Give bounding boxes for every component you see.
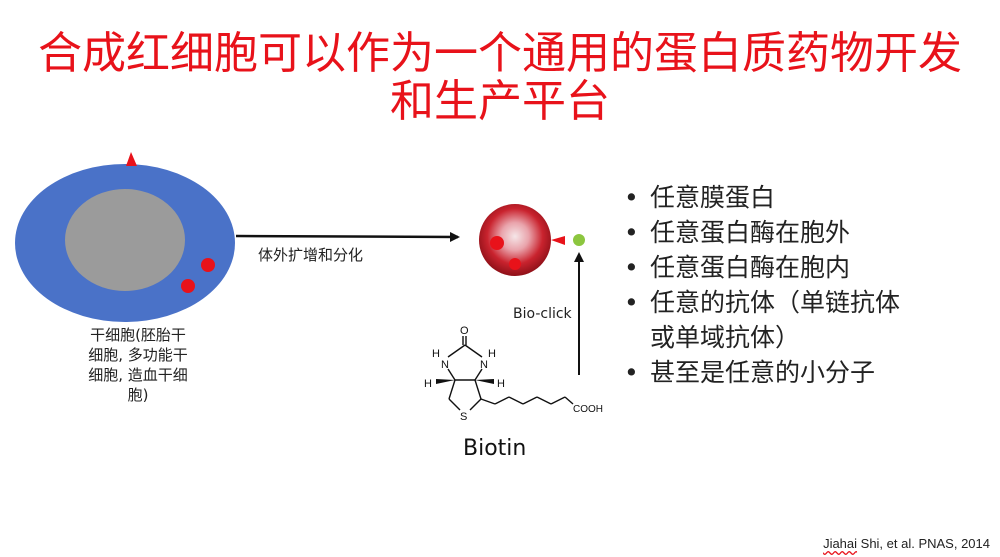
- capability-text-continued: 或单域抗体）: [650, 323, 801, 352]
- biotin-atom-labels: O H N N H H H S COOH: [424, 325, 603, 423]
- rbc-surface-linker: [551, 236, 565, 245]
- capability-item: • 任意蛋白酶在胞外: [622, 215, 900, 250]
- stem-cell-label-line-4: 胞): [127, 386, 149, 404]
- capability-item: • 任意的抗体（单链抗体 或单域抗体）: [622, 285, 900, 355]
- capability-item: • 甚至是任意的小分子: [622, 355, 900, 390]
- rbc-red-dot-2: [509, 258, 521, 270]
- biotin-wedge-right: [475, 379, 494, 384]
- capability-text: 任意蛋白酶在胞内: [650, 253, 851, 282]
- biotin-structure: [447, 336, 574, 411]
- bullet-dot: •: [624, 253, 639, 282]
- capability-item: • 任意蛋白酶在胞内: [622, 250, 900, 285]
- stem-cell-label: 干细胞(胚胎干 细胞, 多功能干 细胞, 造血干细 胞): [38, 325, 238, 405]
- biotin-atom-s: S: [460, 411, 467, 423]
- expand-arrow: [235, 231, 460, 242]
- biotin-name: Biotin: [463, 436, 527, 461]
- capability-text: 任意蛋白酶在胞外: [650, 218, 851, 247]
- stem-cell-label-line-1: 干细胞(胚胎干: [90, 326, 186, 344]
- bullet-dot: •: [624, 218, 639, 247]
- stem-cell-label-line-3: 细胞, 造血干细: [88, 366, 188, 384]
- title-line-2: 和生产平台: [390, 76, 610, 127]
- citation-rest: Shi, et al. PNAS, 2014: [857, 536, 990, 551]
- biotin-atom-n-right: N: [480, 359, 488, 371]
- biotin-atom-h-right-n: H: [488, 348, 496, 360]
- biotin-wedge-left: [436, 379, 455, 384]
- rbc-green-ligand: [573, 234, 585, 246]
- citation-author-first: Jiahai: [823, 536, 858, 551]
- biotin-atom-h-left: H: [424, 378, 432, 390]
- stem-cell-red-dot-2: [181, 279, 195, 293]
- capability-list: • 任意膜蛋白 • 任意蛋白酶在胞外 • 任意蛋白酶在胞内 • 任意的抗体（单链…: [622, 180, 900, 390]
- citation: Jiahai Shi, et al. PNAS, 2014: [823, 536, 990, 551]
- bullet-dot: •: [624, 358, 639, 387]
- bio-click-label: Bio-click: [513, 306, 572, 322]
- slide-title: 合成红细胞可以作为一个通用的蛋白质药物开发 和生产平台: [0, 30, 1000, 126]
- expand-arrow-label: 体外扩增和分化: [258, 246, 364, 264]
- capability-text: 任意的抗体（单链抗体: [650, 288, 901, 317]
- biotin-atom-cooh: COOH: [573, 404, 603, 415]
- stem-cell-nucleus: [65, 189, 185, 291]
- biotin-atom-n-left: N: [441, 359, 449, 371]
- title-line-1: 合成红细胞可以作为一个通用的蛋白质药物开发: [38, 28, 962, 79]
- biotin-atom-h-right: H: [497, 378, 505, 390]
- rbc-red-dot-1: [490, 236, 504, 250]
- bullet-dot: •: [624, 288, 639, 317]
- stem-cell-label-line-2: 细胞, 多功能干: [88, 346, 188, 364]
- capability-item: • 任意膜蛋白: [622, 180, 900, 215]
- stem-cell-red-dot-1: [201, 258, 215, 272]
- capability-text: 甚至是任意的小分子: [650, 358, 876, 387]
- stem-cell-surface-marker: [126, 152, 137, 166]
- biotin-atom-o: O: [460, 325, 469, 337]
- biotin-atom-h-left-n: H: [432, 348, 440, 360]
- red-blood-cell: [479, 204, 585, 276]
- rbc-body: [479, 204, 551, 276]
- capability-text: 任意膜蛋白: [650, 183, 776, 212]
- bullet-dot: •: [624, 183, 639, 212]
- stem-cell: [15, 152, 235, 322]
